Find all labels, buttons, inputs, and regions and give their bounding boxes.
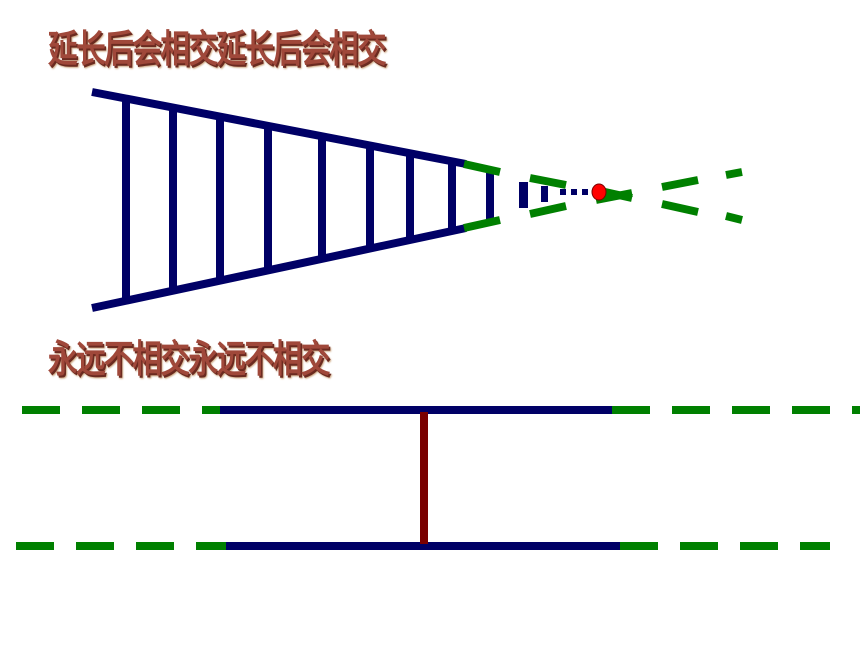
parallel-title: 永远不相交永远不相交 xyxy=(48,337,330,381)
ladder-top-rail xyxy=(91,88,467,168)
extension-dash xyxy=(463,160,501,176)
intersect-title: 延长后会相交延长后会相交 xyxy=(48,27,387,71)
extension-dash xyxy=(529,202,567,218)
vanishing-mark xyxy=(560,189,566,195)
extension-dash xyxy=(725,168,743,179)
extension-dash xyxy=(529,174,567,189)
extension-dash xyxy=(661,200,699,216)
bottom-rail-extension xyxy=(463,168,743,232)
intersection-point xyxy=(591,183,607,201)
extension-dash xyxy=(725,212,743,224)
vanishing-mark xyxy=(571,189,577,195)
extension-dash xyxy=(661,176,699,191)
extension-dash xyxy=(463,216,501,232)
vanishing-mark xyxy=(582,189,588,195)
ladder-rungs xyxy=(122,98,494,300)
ladder-bottom-rail xyxy=(91,224,467,312)
vanishing-mark xyxy=(519,182,528,208)
vanishing-mark xyxy=(541,186,548,202)
ladder-vanishing-marks xyxy=(519,182,588,208)
